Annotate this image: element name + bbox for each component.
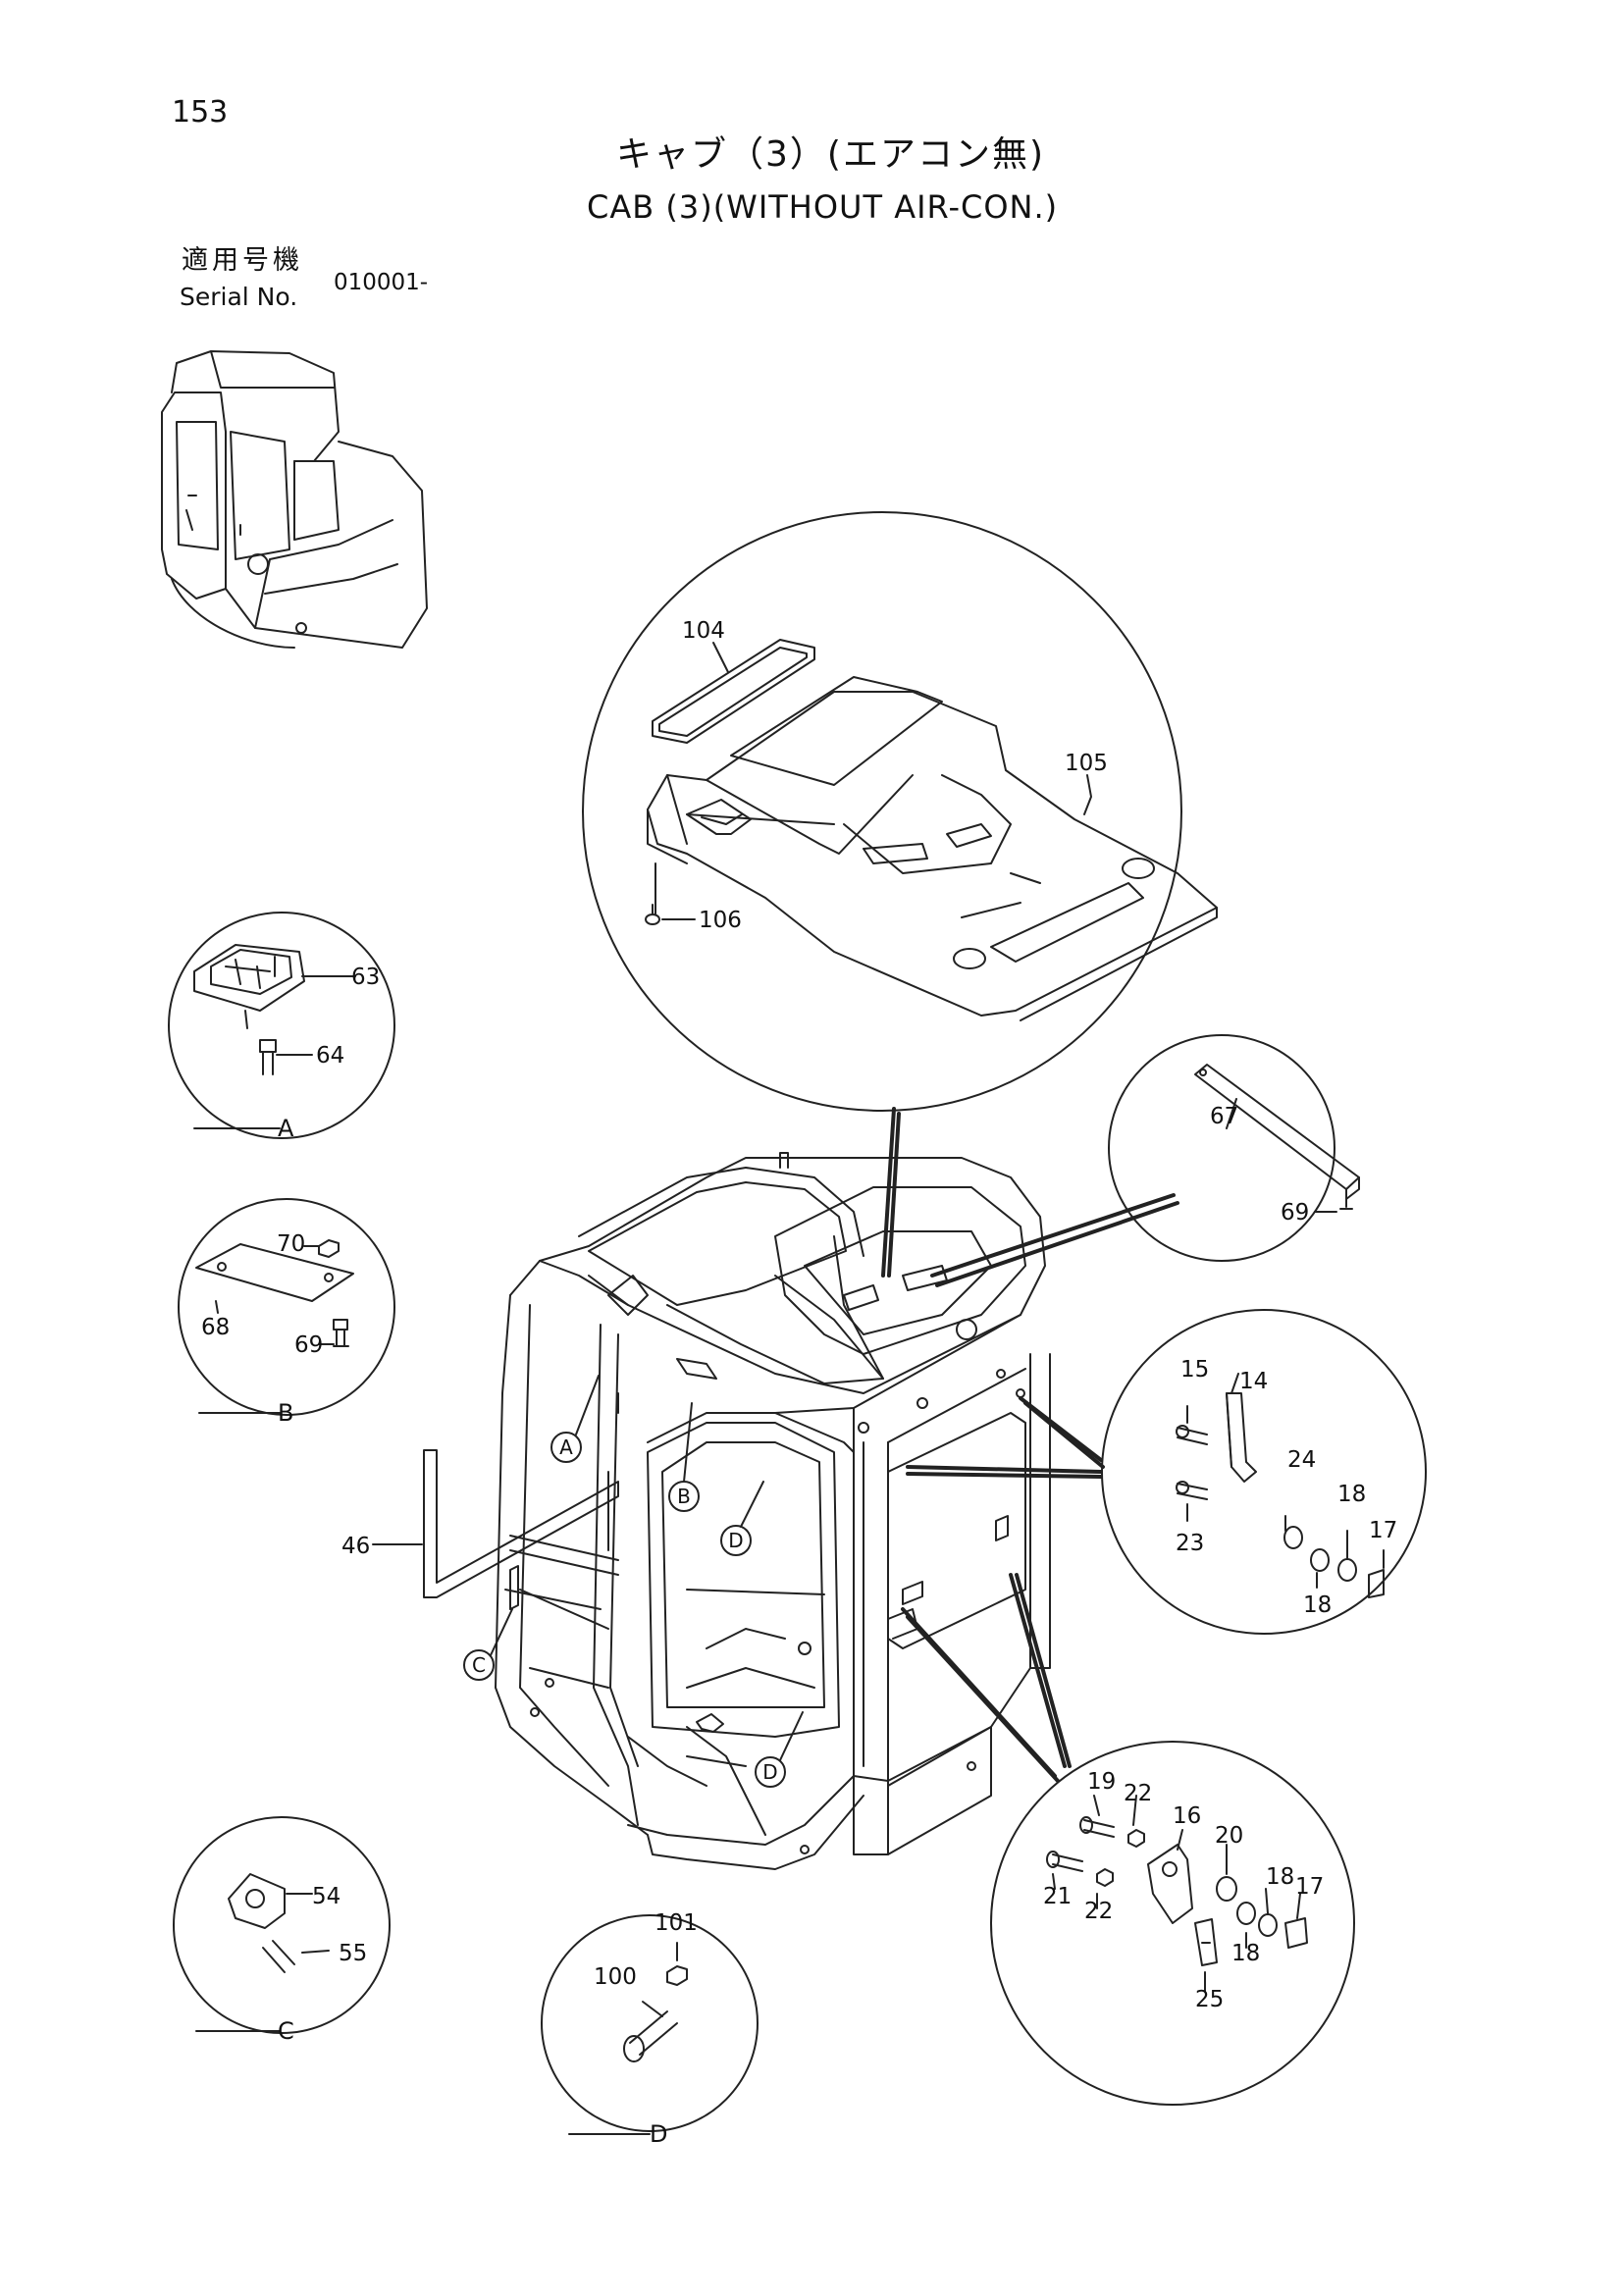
part-label-54: 54	[312, 1884, 340, 1909]
part-label-16: 16	[1173, 1803, 1201, 1829]
callout-marker-a: A	[559, 1435, 573, 1459]
part-label-23: 23	[1176, 1531, 1204, 1556]
part-label-22-b: 22	[1084, 1899, 1113, 1924]
part-label-46: 46	[341, 1534, 370, 1559]
serial-label-english: Serial No.	[180, 283, 298, 311]
part-label-105: 105	[1065, 751, 1108, 776]
part-label-106: 106	[699, 908, 742, 933]
detail-circle-bar	[1108, 1034, 1360, 1262]
part-label-55: 55	[339, 1941, 367, 1966]
part-label-15: 15	[1180, 1357, 1209, 1383]
detail-circle-a	[168, 912, 395, 1139]
part-label-68: 68	[201, 1315, 230, 1340]
part-label-18-upper-b: 18	[1303, 1592, 1332, 1618]
part-label-70: 70	[277, 1231, 305, 1257]
part-label-69-bar: 69	[1281, 1200, 1309, 1226]
part-label-69-b: 69	[294, 1332, 323, 1358]
part-label-17-upper: 17	[1369, 1518, 1397, 1543]
part-label-64: 64	[316, 1043, 344, 1069]
detail-circle-d	[541, 1914, 759, 2135]
page-title-english: CAB (3)(WITHOUT AIR-CON.)	[587, 188, 1059, 226]
part-label-19: 19	[1087, 1769, 1116, 1795]
part-label-63: 63	[351, 965, 380, 990]
callout-marker-c: C	[472, 1653, 486, 1677]
part-label-101: 101	[654, 1910, 698, 1936]
callout-marker-d-lower: D	[762, 1760, 777, 1784]
detail-label-b: B	[278, 1399, 293, 1427]
detail-circle-c	[173, 1816, 391, 2034]
part-label-18-upper-a: 18	[1337, 1482, 1366, 1507]
detail-circle-b	[178, 1198, 395, 1416]
main-cab-assembly	[372, 1152, 1051, 1870]
part-label-17-lower: 17	[1295, 1874, 1324, 1900]
callout-marker-d-upper: D	[728, 1529, 743, 1552]
part-label-104: 104	[682, 618, 725, 644]
detail-circle-roof	[582, 511, 1218, 1112]
callout-markers	[463, 1375, 804, 1788]
part-label-67: 67	[1210, 1104, 1238, 1129]
part-label-24: 24	[1287, 1447, 1316, 1473]
part-label-22-a: 22	[1124, 1781, 1152, 1806]
part-label-25: 25	[1195, 1987, 1224, 2012]
part-label-14: 14	[1239, 1369, 1268, 1394]
detail-circle-hinge-upper	[1101, 1309, 1427, 1635]
detail-label-c: C	[278, 2017, 294, 2045]
detail-label-d: D	[650, 2120, 667, 2148]
part-label-18-lower-a: 18	[1266, 1864, 1294, 1890]
page-number: 153	[172, 95, 229, 130]
machine-overview-illustration	[161, 350, 428, 649]
part-label-21: 21	[1043, 1884, 1072, 1909]
detail-circle-hinge-lower	[990, 1741, 1355, 2106]
part-label-100: 100	[594, 1964, 637, 1990]
serial-label-japanese: 適用号機	[182, 245, 303, 276]
serial-number-range: 010001-	[334, 270, 429, 295]
part-label-20: 20	[1215, 1823, 1243, 1849]
part-label-18-lower-b: 18	[1231, 1941, 1260, 1966]
page-title-japanese: キャブ（3）(エアコン無)	[616, 134, 1045, 175]
leader-lines	[881, 1107, 1179, 1783]
detail-label-a: A	[278, 1115, 294, 1142]
callout-marker-b: B	[677, 1485, 691, 1508]
